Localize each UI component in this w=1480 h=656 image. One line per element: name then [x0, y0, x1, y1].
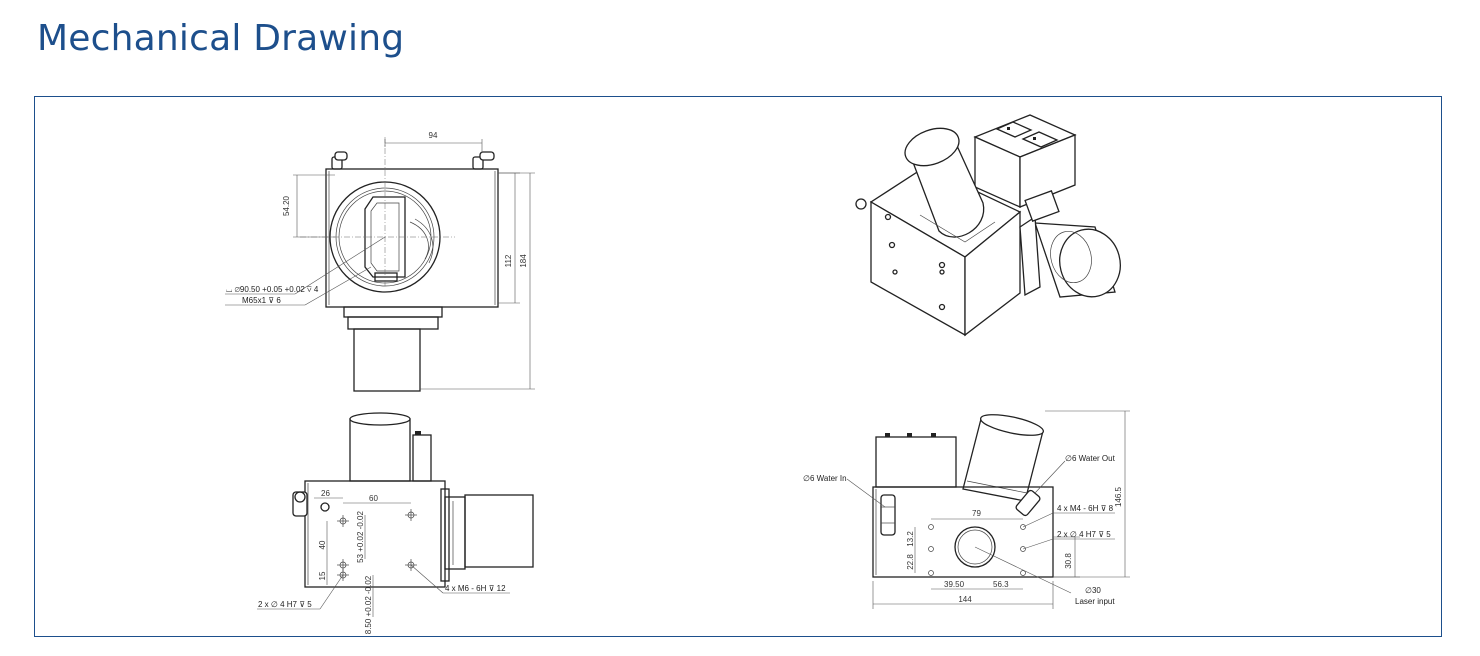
- callout-pins: 2 x ∅ 4 H7 ⊽ 5: [258, 600, 312, 609]
- dim-850: 8.50 +0.02 -0.02: [364, 575, 373, 634]
- callout-water-out: ∅6 Water Out: [1065, 454, 1116, 463]
- dim-15: 15: [318, 571, 327, 580]
- dim-1465: 146.5: [1114, 486, 1123, 507]
- dim-94: 94: [429, 131, 438, 140]
- callout-threads: 4 x M6 - 6H ⊽ 12: [445, 584, 506, 593]
- dim-563: 56.3: [993, 580, 1009, 589]
- callout-bore: ⌴ ∅90.50 +0.05 +0.02 ⊽ 4: [226, 285, 319, 294]
- callout-m4: 4 x M4 - 6H ⊽ 8: [1057, 504, 1114, 513]
- dim-79: 79: [972, 509, 981, 518]
- isometric-view: [855, 114, 1121, 337]
- dim-144: 144: [958, 595, 972, 604]
- dim-3950: 39.50: [944, 580, 965, 589]
- front-view: 94 54.20 112 184 ⌴ ∅90.50 +0.05 +0.02 ⊽ …: [225, 131, 535, 392]
- callout-thread: M65x1 ⊽ 6: [242, 296, 281, 305]
- dim-228: 22.8: [906, 554, 915, 570]
- dim-132: 13.2: [906, 531, 915, 547]
- dim-53: 53 +0.02 -0.02: [356, 511, 365, 563]
- drawing-frame: 94 54.20 112 184 ⌴ ∅90.50 +0.05 +0.02 ⊽ …: [34, 96, 1442, 637]
- page-title: Mechanical Drawing: [37, 18, 405, 59]
- dim-5420: 54.20: [282, 195, 291, 216]
- dim-308: 30.8: [1064, 553, 1073, 569]
- dim-112: 112: [504, 254, 513, 267]
- callout-laser-input: Laser input: [1075, 597, 1115, 606]
- dim-60: 60: [369, 494, 378, 503]
- dim-26: 26: [321, 489, 330, 498]
- mechanical-drawing: 94 54.20 112 184 ⌴ ∅90.50 +0.05 +0.02 ⊽ …: [225, 114, 1130, 634]
- dim-184: 184: [519, 254, 528, 268]
- side-view: 26 60 40 53 +0.02 -0.02 15 8.50 +0.02 -0…: [257, 412, 534, 634]
- callout-water-in: ∅6 Water In: [803, 474, 847, 483]
- rear-view: 79 13.2 22.8 39.50 56.3 144 30.8 146.5 ∅…: [803, 410, 1130, 609]
- callout-h7: 2 x ∅ 4 H7 ⊽ 5: [1057, 530, 1111, 539]
- callout-laser-dia: ∅30: [1085, 586, 1101, 595]
- dim-40: 40: [318, 540, 327, 549]
